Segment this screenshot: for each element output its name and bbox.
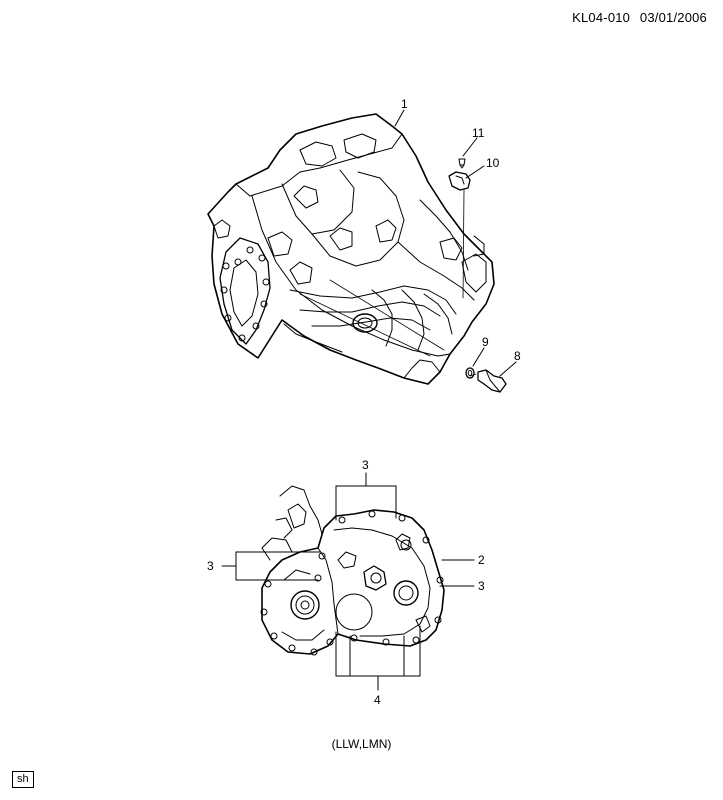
- callout-3-right: 3: [478, 579, 485, 593]
- diagram-code: KL04-010: [572, 10, 631, 25]
- leader-8: [499, 361, 517, 377]
- callout-3-left: 3: [207, 559, 214, 573]
- cap-drawing: [448, 171, 471, 191]
- transmission-assembly-drawing: [207, 113, 495, 385]
- washer-drawing: [465, 367, 475, 379]
- bell-housing-drawing: [260, 485, 445, 656]
- leader-cap-to-case: [462, 189, 465, 299]
- callout-11: 11: [472, 126, 485, 140]
- bracket-bottom: [335, 625, 421, 691]
- leader-9: [472, 347, 485, 367]
- callout-2: 2: [478, 553, 485, 567]
- bracket-top: [335, 472, 397, 521]
- bracket-left: [221, 551, 321, 581]
- leader-1: [394, 109, 405, 127]
- vent-plug-drawing: [458, 158, 466, 169]
- callout-4: 4: [374, 693, 381, 707]
- leader-10: [465, 165, 485, 179]
- callout-3-top: 3: [362, 458, 369, 472]
- switch-drawing: [469, 369, 507, 393]
- callout-10: 10: [486, 156, 500, 170]
- diagram-date: 03/01/2006: [639, 10, 707, 25]
- callout-1: 1: [401, 97, 408, 111]
- callout-8: 8: [514, 349, 521, 363]
- diagram-header: KL04-010 03/01/2006: [566, 10, 707, 25]
- leader-11: [462, 137, 478, 157]
- sh-badge: sh: [12, 771, 34, 788]
- variant-label: (LLW,LMN): [331, 737, 392, 751]
- callout-9: 9: [482, 335, 489, 349]
